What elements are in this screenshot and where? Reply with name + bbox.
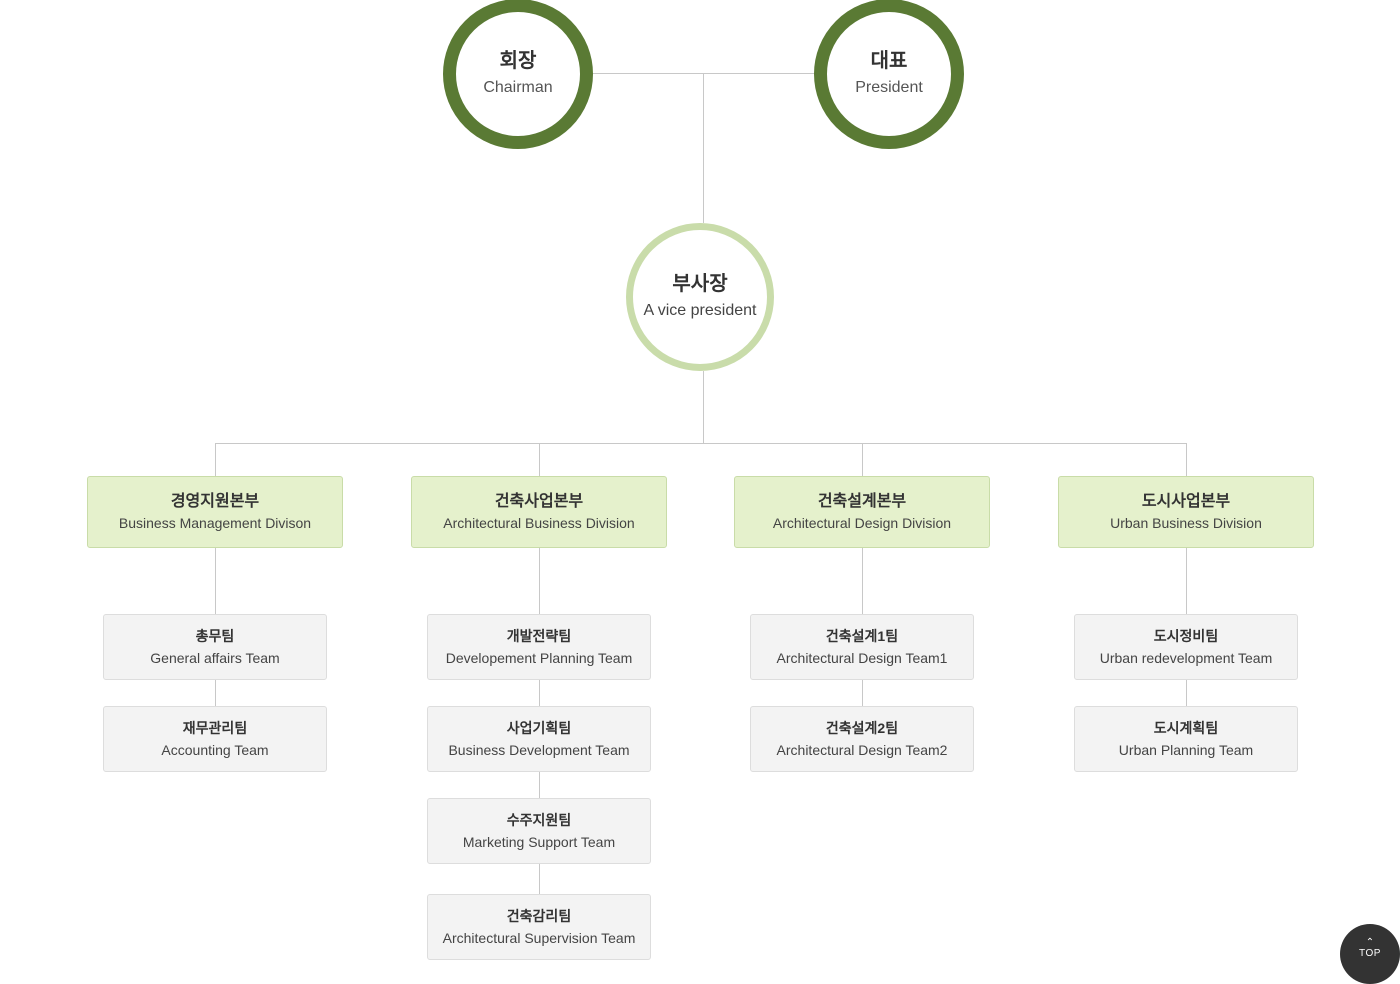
team-title-ko: 수주지원팀 (506, 812, 572, 828)
connector-division-2-drop (539, 443, 540, 476)
division-urban-business: 도시사업본부 Urban Business Division (1058, 476, 1314, 548)
team-title-en: Business Development Team (448, 742, 630, 758)
team-title-en: Accounting Team (161, 742, 269, 758)
team-title-ko: 총무팀 (195, 628, 235, 644)
team-urban-planning: 도시계획팀 Urban Planning Team (1074, 706, 1298, 772)
team-marketing-support: 수주지원팀 Marketing Support Team (427, 798, 651, 864)
connector-exec-to-vp (703, 73, 704, 223)
division-architectural-business: 건축사업본부 Architectural Business Division (411, 476, 667, 548)
scroll-top-button[interactable]: ⌃ TOP (1340, 924, 1400, 984)
team-general-affairs: 총무팀 General affairs Team (103, 614, 327, 680)
division-architectural-design: 건축설계본부 Architectural Design Division (734, 476, 990, 548)
division-title-en: Architectural Design Division (772, 515, 952, 531)
scroll-top-label: TOP (1359, 948, 1381, 959)
vice-president-title-en: A vice president (643, 302, 757, 319)
team-title-en: Architectural Design Team1 (776, 650, 948, 666)
team-architectural-supervision: 건축감리팀 Architectural Supervision Team (427, 894, 651, 960)
division-title-ko: 건축사업본부 (494, 493, 584, 510)
team-title-ko: 건축설계2팀 (825, 720, 899, 736)
division-title-en: Business Management Divison (118, 515, 312, 531)
president-node: 대표 President (814, 0, 964, 149)
team-title-en: Architectural Supervision Team (442, 930, 636, 946)
team-urban-redevelopment: 도시정비팀 Urban redevelopment Team (1074, 614, 1298, 680)
chairman-title-en: Chairman (483, 79, 553, 96)
connector-vp-to-divisions (703, 371, 704, 444)
team-title-ko: 건축감리팀 (506, 908, 572, 924)
president-title-en: President (855, 79, 923, 96)
division-title-ko: 경영지원본부 (170, 493, 260, 510)
connector-exec-horizontal (592, 73, 816, 74)
team-development-planning: 개발전략팀 Developement Planning Team (427, 614, 651, 680)
connector-division-3-drop (862, 443, 863, 476)
connector-division-4-drop (1186, 443, 1187, 476)
team-business-development: 사업기획팀 Business Development Team (427, 706, 651, 772)
team-title-ko: 개발전략팀 (506, 628, 572, 644)
president-title-ko: 대표 (870, 50, 908, 72)
division-business-management: 경영지원본부 Business Management Divison (87, 476, 343, 548)
vice-president-title-ko: 부사장 (672, 273, 728, 295)
team-title-ko: 도시계획팀 (1153, 720, 1219, 736)
connector-divisions-horizontal (215, 443, 1187, 444)
team-title-ko: 건축설계1팀 (825, 628, 899, 644)
team-title-ko: 도시정비팀 (1153, 628, 1219, 644)
team-architectural-design-2: 건축설계2팀 Architectural Design Team2 (750, 706, 974, 772)
team-title-ko: 재무관리팀 (182, 720, 248, 736)
division-title-en: Urban Business Division (1110, 515, 1262, 531)
team-title-en: Urban Planning Team (1118, 742, 1254, 758)
team-architectural-design-1: 건축설계1팀 Architectural Design Team1 (750, 614, 974, 680)
division-title-ko: 도시사업본부 (1141, 493, 1231, 510)
connector-division-1-drop (215, 443, 216, 476)
division-title-ko: 건축설계본부 (817, 493, 907, 510)
double-chevron-up-icon: ⌃ (1365, 937, 1375, 948)
team-title-en: Architectural Design Team2 (776, 742, 948, 758)
team-title-ko: 사업기획팀 (506, 720, 572, 736)
vice-president-node: 부사장 A vice president (626, 223, 774, 371)
chairman-title-ko: 회장 (499, 50, 537, 72)
division-title-en: Architectural Business Division (443, 515, 635, 531)
team-accounting: 재무관리팀 Accounting Team (103, 706, 327, 772)
team-title-en: Urban redevelopment Team (1099, 650, 1273, 666)
team-title-en: Developement Planning Team (445, 650, 633, 666)
team-title-en: Marketing Support Team (462, 834, 616, 850)
team-title-en: General affairs Team (150, 650, 280, 666)
chairman-node: 회장 Chairman (443, 0, 593, 149)
